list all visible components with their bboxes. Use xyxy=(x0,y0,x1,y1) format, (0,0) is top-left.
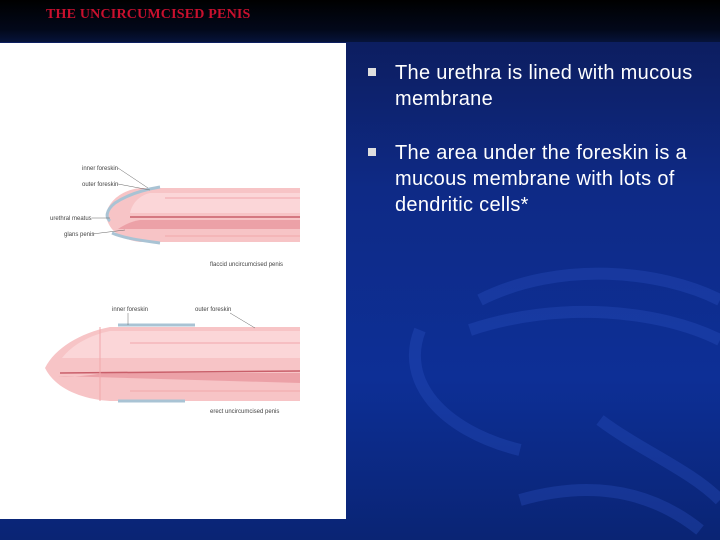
label-urethral-meatus: urethral meatus xyxy=(50,216,92,222)
caption-flaccid: flaccid uncircumcised penis xyxy=(210,262,283,268)
bullet-list: The urethra is lined with mucous membran… xyxy=(368,60,708,246)
label-inner-foreskin-top: inner foreskin xyxy=(82,166,118,172)
label-inner-foreskin-bottom: inner foreskin xyxy=(112,307,148,313)
label-outer-foreskin-bottom: outer foreskin xyxy=(195,307,231,313)
anatomy-diagram: inner foreskin outer foreskin urethral m… xyxy=(0,43,346,519)
bullet-square-icon xyxy=(368,148,376,156)
bullet-text: The area under the foreskin is a mucous … xyxy=(395,142,687,216)
bullet-item: The urethra is lined with mucous membran… xyxy=(368,60,708,112)
caption-erect: erect uncircumcised penis xyxy=(210,409,279,415)
bullet-item: The area under the foreskin is a mucous … xyxy=(368,140,708,218)
bullet-text: The urethra is lined with mucous membran… xyxy=(395,62,693,110)
bullet-square-icon xyxy=(368,68,376,76)
label-outer-foreskin-top: outer foreskin xyxy=(82,182,118,188)
label-glans-penis: glans penis xyxy=(64,232,94,238)
flaccid-penis-illustration xyxy=(106,187,300,243)
erect-penis-illustration xyxy=(45,325,300,401)
